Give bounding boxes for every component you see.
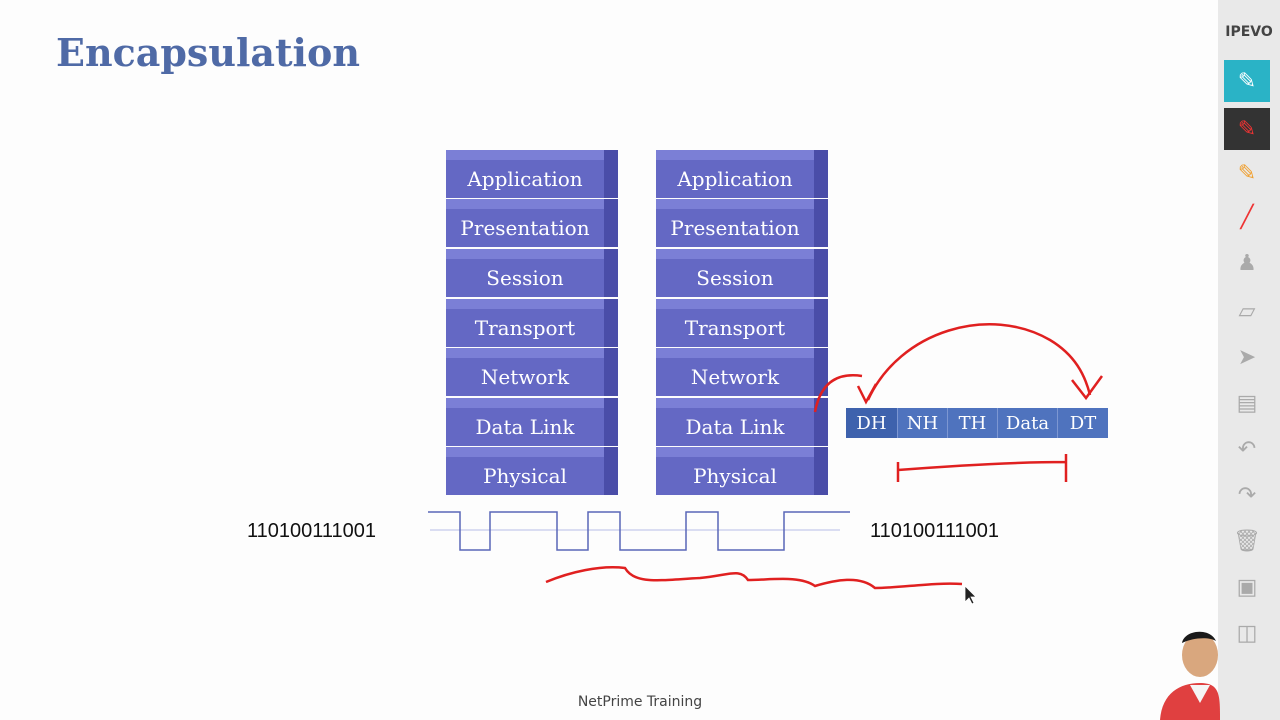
layer-physical-right: Physical: [656, 447, 828, 495]
red-marker-icon[interactable]: ✎: [1224, 108, 1270, 150]
bitstream-right: 110100111001: [870, 520, 1000, 542]
toolbox-icon[interactable]: ▤: [1236, 390, 1258, 416]
layer-application-right: Application: [656, 150, 828, 198]
presenter-webcam: [1160, 631, 1220, 720]
bitstream-left: 110100111001: [247, 520, 377, 542]
layer-label: Transport: [656, 309, 814, 347]
arrowhead-dt: [1071, 375, 1104, 401]
layer-label: Application: [656, 160, 814, 198]
layer-datalink-left: Data Link: [446, 398, 618, 446]
arrowhead-dh: [856, 383, 878, 405]
layer-label: Transport: [446, 309, 604, 347]
layer-label: Network: [656, 358, 814, 396]
layer-label: Session: [446, 259, 604, 297]
layer-label: Session: [656, 259, 814, 297]
layer-label: Physical: [446, 457, 604, 495]
layer-transport-left: Transport: [446, 299, 618, 347]
layer-label: Presentation: [656, 209, 814, 247]
layer-label: Physical: [656, 457, 814, 495]
layer-label: Data Link: [446, 408, 604, 446]
line-tool-icon[interactable]: ╱: [1240, 204, 1254, 230]
layer-physical-left: Physical: [446, 447, 618, 495]
span-bracket: [896, 454, 1068, 482]
encapsulated-frame: DH NH TH Data DT: [846, 408, 1108, 438]
ipevo-logo: IPEVO: [1225, 24, 1273, 40]
capture-icon[interactable]: ◫: [1236, 620, 1258, 646]
underline-scribble: [545, 566, 963, 590]
frame-field-nh: NH: [898, 408, 948, 438]
layer-label: Presentation: [446, 209, 604, 247]
layer-presentation-right: Presentation: [656, 199, 828, 247]
frame-field-data: Data: [998, 408, 1058, 438]
frame-field-th: TH: [948, 408, 998, 438]
handwriting-pen-icon[interactable]: ✎: [1224, 60, 1270, 102]
layer-label: Data Link: [656, 408, 814, 446]
undo-icon[interactable]: ↶: [1237, 436, 1257, 462]
layer-transport-right: Transport: [656, 299, 828, 347]
pointer-icon[interactable]: ➤: [1237, 344, 1257, 370]
mouse-cursor: [964, 585, 977, 605]
frame-field-dh: DH: [846, 408, 898, 438]
layer-datalink-right: Data Link: [656, 398, 828, 446]
layer-application-left: Application: [446, 150, 618, 198]
layer-label: Network: [446, 358, 604, 396]
annotation-toolbar: IPEVO ✎ ✎ ✎ ╱ ♟ ▱ ➤ ▤ ↶ ↷ 🗑 ▣ ◫: [1218, 0, 1280, 720]
highlighter-icon[interactable]: ✎: [1237, 160, 1257, 186]
layer-session-left: Session: [446, 249, 618, 297]
redo-icon[interactable]: ↷: [1237, 482, 1257, 508]
layer-network-left: Network: [446, 348, 618, 396]
layer-presentation-left: Presentation: [446, 199, 618, 247]
footer-brand: NetPrime Training: [577, 694, 703, 710]
annotate-screen-icon[interactable]: ▣: [1236, 574, 1258, 600]
layer-network-right: Network: [656, 348, 828, 396]
arrow-from-datalink: [813, 374, 863, 413]
trash-icon[interactable]: 🗑: [1233, 528, 1261, 554]
arc-arrow: [866, 323, 1092, 401]
slide-title: Encapsulation: [56, 30, 360, 75]
layer-session-right: Session: [656, 249, 828, 297]
stamp-icon[interactable]: ♟: [1237, 250, 1257, 276]
eraser-icon[interactable]: ▱: [1238, 298, 1256, 324]
frame-field-dt: DT: [1058, 408, 1108, 438]
square-wave: [428, 511, 850, 551]
layer-label: Application: [446, 160, 604, 198]
